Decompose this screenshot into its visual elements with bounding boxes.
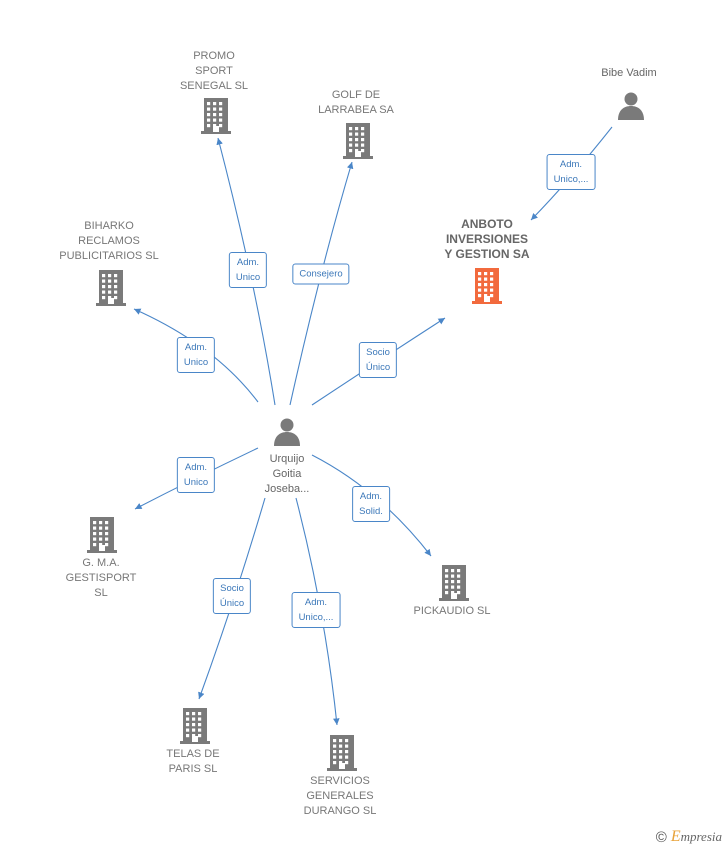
building-icon[interactable] xyxy=(439,565,469,606)
edge-label-gma[interactable]: Adm. Unico xyxy=(176,457,216,493)
company-label-telas[interactable]: TELAS DE PARIS SL xyxy=(166,748,220,775)
company-label-gma[interactable]: G. M.A. GESTISPORT SL xyxy=(65,557,137,599)
building-icon[interactable] xyxy=(343,123,373,164)
person-icon[interactable] xyxy=(616,90,646,125)
building-icon-highlight[interactable] xyxy=(472,268,502,309)
company-label-golf[interactable]: GOLF DE LARRABEA SA xyxy=(318,89,394,116)
bibe-vadim-label[interactable]: Bibe Vadim xyxy=(601,67,657,79)
company-label-pickaudio[interactable]: PICKAUDIO SL xyxy=(413,605,491,617)
edge-label-telas[interactable]: Socio Único xyxy=(212,578,252,614)
brand-logo[interactable]: Empresia xyxy=(670,828,722,845)
company-label-servicios[interactable]: SERVICIOS GENERALES DURANGO SL xyxy=(303,775,377,817)
center-person-label[interactable]: Urquijo Goitia Joseba... xyxy=(264,453,310,495)
company-label-biharko[interactable]: BIHARKO RECLAMOS PUBLICITARIOS SL xyxy=(59,220,159,262)
edge-label-servicios[interactable]: Adm. Unico,... xyxy=(291,592,341,628)
company-label-anboto[interactable]: ANBOTO INVERSIONES Y GESTION SA xyxy=(444,217,530,261)
person-icon[interactable] xyxy=(272,416,302,451)
company-label-promo[interactable]: PROMO SPORT SENEGAL SL xyxy=(179,50,249,92)
edge-label-pickaudio[interactable]: Adm. Solid. xyxy=(352,486,390,522)
building-icon[interactable] xyxy=(96,270,126,311)
copyright-symbol: © xyxy=(655,828,667,846)
edge-label-biharko[interactable]: Adm. Unico xyxy=(176,337,216,373)
edge-label-golf[interactable]: Consejero xyxy=(292,263,350,285)
footer: © Empresia xyxy=(656,828,722,846)
edge-label-promo[interactable]: Adm. Unico xyxy=(228,252,268,288)
building-icon[interactable] xyxy=(180,708,210,749)
edge-label-bibe[interactable]: Adm. Unico,... xyxy=(546,154,596,190)
building-icon[interactable] xyxy=(201,98,231,139)
edge-label-anboto[interactable]: Socio Único xyxy=(358,342,398,378)
building-icon[interactable] xyxy=(87,517,117,558)
building-icon[interactable] xyxy=(327,735,357,776)
